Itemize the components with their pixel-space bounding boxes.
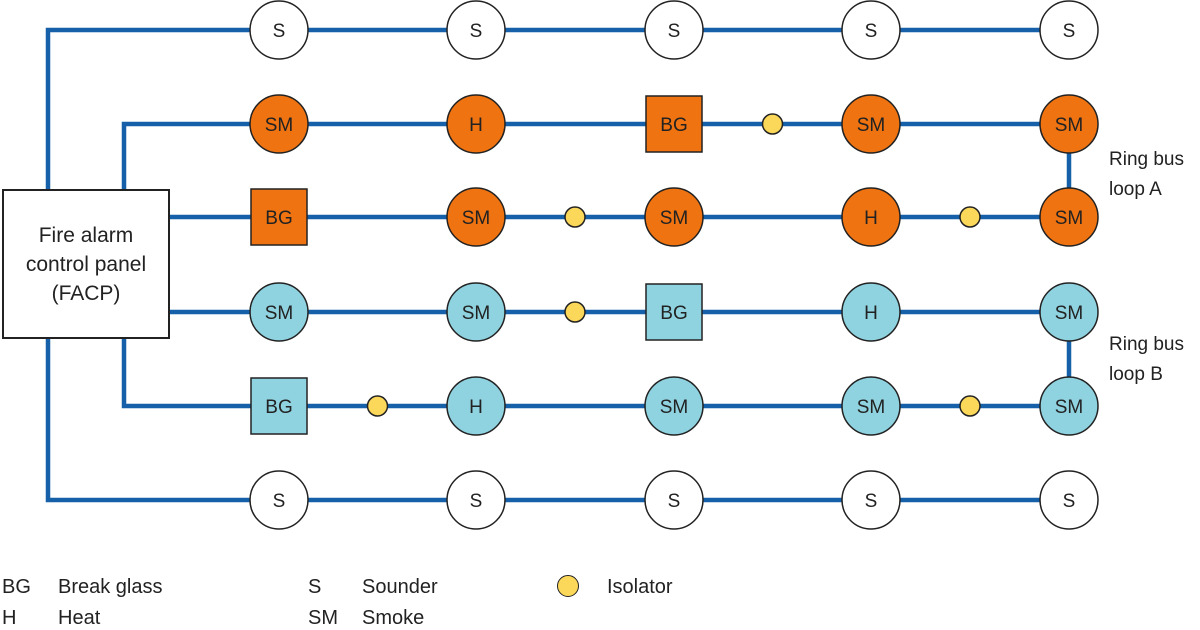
smoke-detector [446,187,506,247]
sounder-device [1039,0,1099,60]
legend-s-text: Sounder [362,576,438,598]
legend-h-text: Heat [58,607,101,629]
device-label: S [470,21,483,42]
sounder-device [249,470,309,530]
device-label: S [1063,491,1076,512]
isolator-icon [564,301,586,323]
sounder-device [446,0,506,60]
break-glass-device [250,188,308,246]
loop-b-label-line-1: Ring bus [1109,334,1184,355]
legend-s-abbr: S [308,576,322,598]
device-label: S [273,491,286,512]
panel-label-line-1: Fire alarm [38,223,134,247]
smoke-detector [1039,282,1099,342]
sounder-device [644,470,704,530]
loop-a-feed-wire-upper [121,121,282,192]
sounder-device [249,0,309,60]
break-glass-device [645,95,703,153]
device-label: SM [462,303,491,324]
loop-b-label-line-2: loop B [1109,364,1163,385]
device-label: SM [857,115,886,136]
sounder-device [841,470,901,530]
device-label: SM [660,208,689,229]
legend-bg-text: Break glass [58,576,163,598]
smoke-detector [841,376,901,436]
device-label: SM [1055,303,1084,324]
panel-label-line-3: (FACP) [51,281,121,305]
device-label: S [668,491,681,512]
device-label: S [865,491,878,512]
smoke-detector [249,94,309,154]
device-label: BG [660,303,687,324]
isolator-icon [761,113,784,135]
smoke-detector [841,94,901,154]
isolator-icon [564,206,586,228]
device-label: S [1063,21,1076,42]
smoke-detector [249,282,309,342]
device-label: S [865,21,878,42]
sounder-device [1039,470,1099,530]
legend-sm-abbr: SM [308,607,338,629]
legend-sm-text: Smoke [362,607,425,629]
sounder-feed-wire-top [45,27,282,192]
heat-detector [446,376,506,436]
device-label: H [469,115,483,136]
device-label: SM [857,397,886,418]
device-label: SM [1055,208,1084,229]
device-label: H [864,303,878,324]
fire-alarm-control-panel: Fire alarm control panel (FACP) [2,189,170,339]
legend-isolator-icon [557,575,579,597]
device-label: H [469,397,483,418]
smoke-detector [1039,187,1099,247]
break-glass-device [645,283,703,341]
smoke-detector [644,187,704,247]
heat-detector [841,282,901,342]
device-label: S [470,491,483,512]
device-label: H [864,208,878,229]
device-label: S [273,21,286,42]
heat-detector [446,94,506,154]
device-label: SM [265,115,294,136]
panel-label-line-2: control panel [25,252,147,276]
device-label: SM [462,208,491,229]
device-label: BG [660,115,687,136]
loop-b-feed-wire-lower [121,336,282,409]
smoke-detector [644,376,704,436]
legend-bg-abbr: BG [2,576,31,598]
loop-a-label: Ring bus loop A [1109,145,1184,205]
sounder-device [644,0,704,60]
device-label: SM [1055,115,1084,136]
device-label: BG [265,397,292,418]
break-glass-device [250,377,308,435]
loop-a-label-line-2: loop A [1109,179,1162,200]
sounder-device [841,0,901,60]
legend-isolator-text: Isolator [607,576,673,598]
device-label: BG [265,208,292,229]
isolator-icon [959,206,981,228]
device-label: SM [660,397,689,418]
device-label: SM [265,303,294,324]
smoke-detector [1039,376,1099,436]
legend-h-abbr: H [2,607,17,629]
sounder-device [446,470,506,530]
device-label: SM [1055,397,1084,418]
device-label: S [668,21,681,42]
isolator-icon [366,395,389,417]
isolator-icon [959,395,981,417]
sounder-feed-wire-bottom [45,336,282,503]
smoke-detector [446,282,506,342]
smoke-detector [1039,94,1099,154]
loop-a-label-line-1: Ring bus [1109,149,1184,170]
loop-b-label: Ring bus loop B [1109,330,1184,390]
heat-detector [841,187,901,247]
